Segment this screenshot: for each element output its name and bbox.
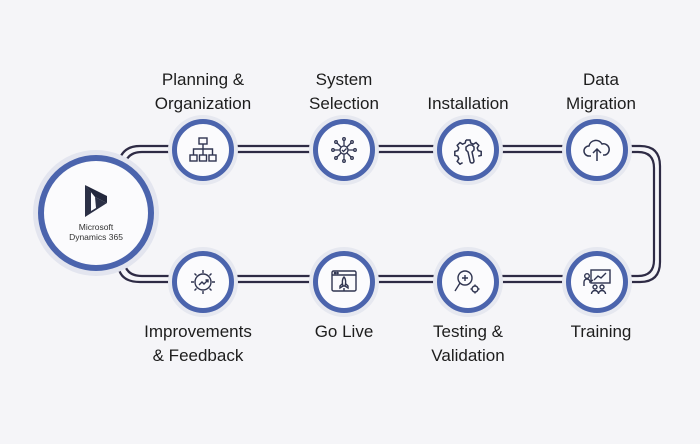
- step-planning-node: [172, 119, 234, 181]
- step-label-planning: Planning & Organization: [154, 70, 252, 113]
- step-label-installation: Installation: [427, 94, 509, 113]
- step-system-selection-node: [313, 119, 375, 181]
- magnifier-gear-icon: [454, 270, 480, 294]
- step-label-go-live: Go Live: [314, 322, 374, 341]
- cloud-upload-icon: [583, 139, 610, 161]
- dynamics-365-logo-icon: [85, 185, 107, 217]
- step-testing-node: [437, 251, 499, 313]
- step-training-node: [566, 251, 628, 313]
- hub-line-1: Microsoft: [78, 222, 114, 232]
- gear-wrench-icon: [454, 139, 482, 165]
- circuit-selection-icon: [331, 137, 357, 163]
- step-label-improvements: Improvements & Feedback: [144, 322, 252, 365]
- org-chart-icon: [189, 137, 217, 162]
- rocket-browser-icon: [331, 270, 357, 292]
- step-label-testing: Testing & Validation: [431, 322, 505, 365]
- step-label-data-migration: Data Migration: [566, 70, 636, 113]
- presentation-icon: [583, 269, 611, 295]
- step-go-live-node: [313, 251, 375, 313]
- gear-growth-icon: [191, 270, 215, 294]
- step-data-migration-node: [566, 119, 628, 181]
- step-label-system-selection: System Selection: [309, 70, 379, 113]
- step-improvements-node: [172, 251, 234, 313]
- hub-line-2: Dynamics 365: [69, 232, 123, 242]
- step-installation-node: [437, 119, 499, 181]
- microsoft-dynamics-365-hub: Microsoft Dynamics 365: [38, 155, 154, 271]
- step-label-training: Training: [570, 322, 632, 341]
